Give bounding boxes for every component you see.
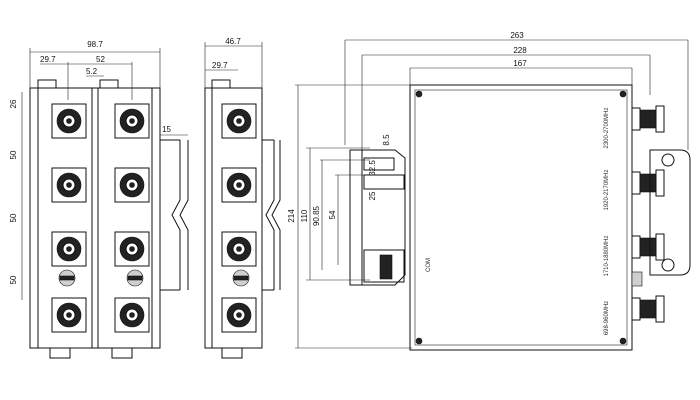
- top-height-dim: 214: [287, 209, 296, 223]
- top-9085-dim: 90.85: [312, 205, 321, 226]
- front-view: 98.7 29.7 52 5.2 26 50 50 50: [9, 40, 189, 359]
- side-width-dim: 46.7: [225, 37, 241, 46]
- top-54-dim: 54: [328, 210, 337, 219]
- top-mid-dim: 228: [513, 46, 527, 55]
- front-port-left-2: [51, 167, 87, 203]
- front-small-connector-right: [126, 269, 144, 287]
- side-view: 46.7 29.7: [204, 37, 281, 359]
- top-overall-dim: 263: [510, 31, 524, 40]
- front-width-dim: 98.7: [87, 40, 103, 49]
- side-offset-dim: 29.7: [212, 61, 228, 70]
- front-spacing-1: 50: [9, 150, 18, 159]
- front-depth-dim: 15: [162, 125, 171, 134]
- front-pitch-dim: 52: [96, 55, 105, 64]
- front-port-left-4: [51, 297, 87, 333]
- mount-hole-icon: [661, 153, 675, 167]
- screw-icon: [415, 90, 423, 98]
- mounting-bracket: [649, 149, 691, 276]
- side-port-2: [221, 167, 257, 203]
- top-body-dim: 167: [513, 59, 527, 68]
- front-port-right-4: [114, 297, 150, 333]
- top-325-dim: 32.5: [368, 160, 377, 176]
- front-port-right-3: [114, 231, 150, 267]
- band-port-1: [631, 105, 665, 133]
- front-spacing-3: 50: [9, 275, 18, 284]
- side-port-3: [221, 231, 257, 267]
- top-25-dim: 25: [368, 191, 377, 200]
- port-label-3: 1710-1880MHz: [604, 235, 610, 276]
- filter-body: [409, 84, 633, 351]
- port-label-4: 698-960MHz: [604, 301, 610, 335]
- screw-icon: [415, 337, 423, 345]
- front-port-right-1: [114, 103, 150, 139]
- port-label-2: 1920-2170MHz: [604, 169, 610, 210]
- band-port-2: [631, 169, 665, 197]
- port-label-1: 2300-2700MHz: [604, 107, 610, 148]
- front-port-right-2: [114, 167, 150, 203]
- mount-hole-icon: [661, 258, 675, 272]
- top-110-dim: 110: [300, 209, 309, 222]
- band-port-4: [631, 295, 665, 323]
- front-top-dim: 26: [9, 99, 18, 108]
- band-port-3: [631, 233, 665, 261]
- screw-icon: [619, 90, 627, 98]
- screw-icon: [619, 337, 627, 345]
- top-view: 263 228 167 214 110 90.85 54 8.5 32.5 25: [287, 31, 691, 351]
- side-small-connector: [232, 269, 250, 287]
- front-port-left-1: [51, 103, 87, 139]
- small-side-connector: [631, 271, 643, 287]
- front-offset-dim: 29.7: [40, 55, 56, 64]
- front-spacing-2: 50: [9, 213, 18, 222]
- top-85-dim: 8.5: [382, 134, 391, 146]
- front-inner-dim: 5.2: [86, 67, 98, 76]
- com-connector: [379, 254, 393, 280]
- front-port-left-3: [51, 231, 87, 267]
- side-port-4: [221, 297, 257, 333]
- com-label: COM: [426, 258, 432, 272]
- side-port-1: [221, 103, 257, 139]
- front-small-connector-left: [58, 269, 76, 287]
